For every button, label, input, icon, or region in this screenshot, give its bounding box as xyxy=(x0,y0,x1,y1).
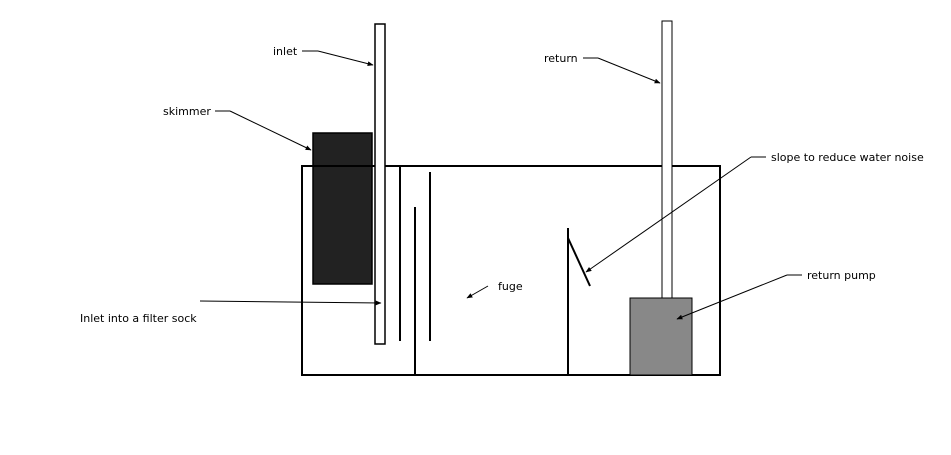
label-fuge: fuge xyxy=(498,280,523,293)
leader-inlet-arrow xyxy=(317,50,374,66)
inlet-pipe xyxy=(374,23,386,345)
label-skimmer: skimmer xyxy=(163,105,211,118)
label-filter-sock: Inlet into a filter sock xyxy=(80,312,197,325)
leader-fuge-arrow xyxy=(466,285,489,299)
leader-return-arrow xyxy=(597,57,661,84)
leader-slope-arrow xyxy=(585,156,752,273)
label-slope: slope to reduce water noise xyxy=(771,151,924,164)
label-return: return xyxy=(544,52,578,65)
label-inlet: inlet xyxy=(273,45,298,58)
skimmer-body xyxy=(312,132,373,285)
leader-pump-arrow xyxy=(676,274,788,320)
return-pump xyxy=(629,297,693,376)
sump-tank xyxy=(301,165,721,376)
leader-skimmer-arrow xyxy=(229,110,312,151)
leader-filter-sock-arrow xyxy=(199,300,382,306)
return-pipe xyxy=(661,20,673,299)
slope-deflector xyxy=(567,237,591,287)
label-return-pump: return pump xyxy=(807,269,876,282)
